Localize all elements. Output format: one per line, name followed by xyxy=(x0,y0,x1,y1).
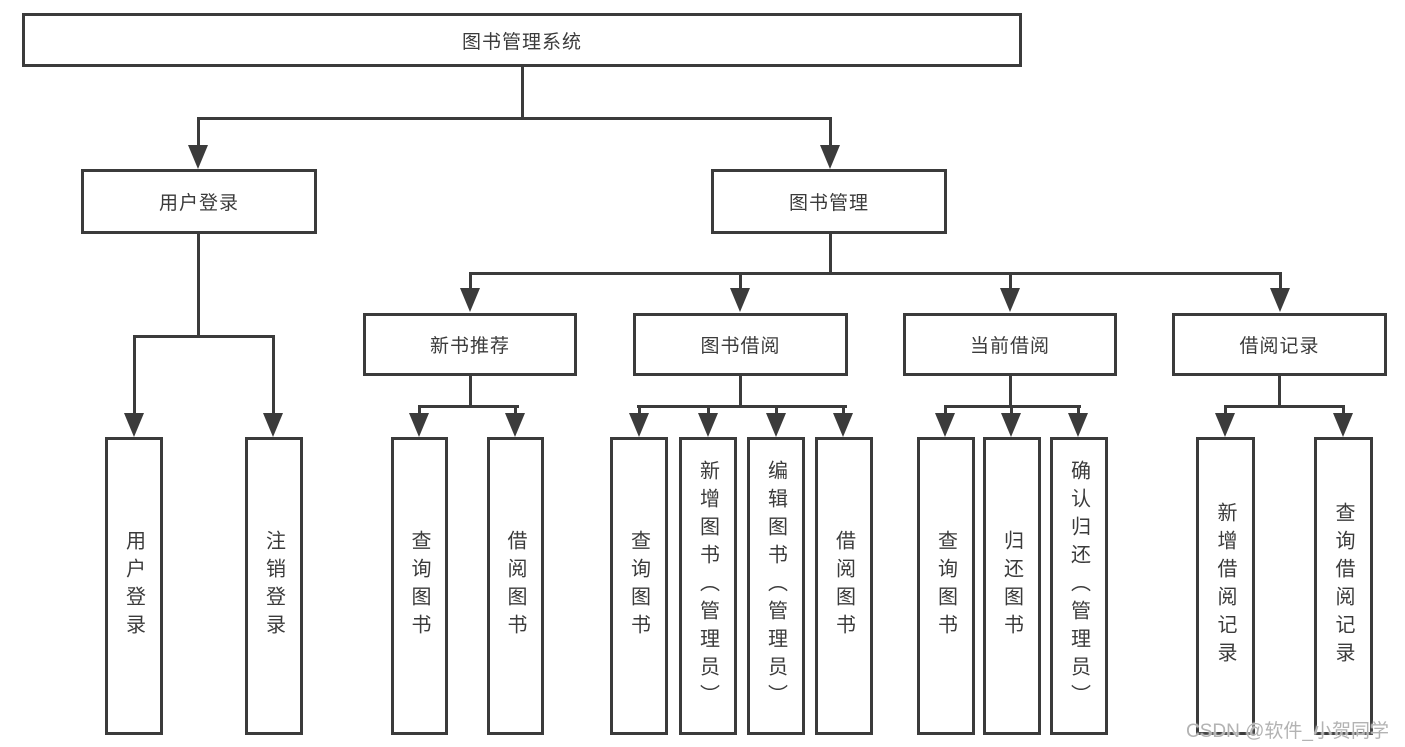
connector-level3-rail xyxy=(469,272,1282,275)
arrow-down-icon xyxy=(1068,413,1088,437)
node-book-borrow-label: 图书借阅 xyxy=(700,336,781,357)
node-root-label: 图书管理系统 xyxy=(461,31,582,53)
node-leaf-logout-label: 注销登录 xyxy=(262,530,285,642)
node-leaf-cb-confirm-label: 确认归还（管理员） xyxy=(1067,460,1090,712)
node-leaf-bb-query-label: 查询图书 xyxy=(627,530,650,642)
connector-drop-current-borrow xyxy=(1009,272,1012,290)
connector-root-stub xyxy=(521,67,524,118)
arrow-down-icon xyxy=(263,413,283,437)
node-leaf-bb-add-label: 新增图书（管理员） xyxy=(696,460,719,712)
connector-drop-leaf-logout xyxy=(272,335,275,415)
node-leaf-rec-borrow: 借阅图书 xyxy=(487,437,544,735)
node-leaf-bb-edit: 编辑图书（管理员） xyxy=(747,437,805,735)
arrow-down-icon xyxy=(460,288,480,312)
node-leaf-user-login: 用户登录 xyxy=(105,437,163,735)
connector-new-book-rec-stub xyxy=(469,376,472,407)
node-leaf-cb-confirm: 确认归还（管理员） xyxy=(1050,437,1108,735)
node-leaf-cb-query-label: 查询图书 xyxy=(934,530,957,642)
node-current-borrow: 当前借阅 xyxy=(903,313,1117,376)
node-new-book-rec-label: 新书推荐 xyxy=(429,336,510,357)
arrow-down-icon xyxy=(1215,413,1235,437)
node-leaf-bb-add: 新增图书（管理员） xyxy=(679,437,737,735)
node-leaf-rec-query: 查询图书 xyxy=(391,437,448,735)
connector-drop-rec-query xyxy=(418,405,421,415)
node-user-login: 用户登录 xyxy=(81,169,317,234)
connector-drop-borrow-record xyxy=(1279,272,1282,290)
node-root: 图书管理系统 xyxy=(22,13,1022,67)
csdn-watermark: CSDN @软件_小贺同学 xyxy=(1186,721,1389,742)
connector-borrow-record-stub xyxy=(1278,376,1281,407)
arrow-down-icon xyxy=(124,413,144,437)
node-leaf-bb-edit-label: 编辑图书（管理员） xyxy=(764,460,787,712)
node-leaf-bb-borrow-label: 借阅图书 xyxy=(832,530,855,642)
arrow-down-icon xyxy=(820,145,840,169)
node-new-book-rec: 新书推荐 xyxy=(363,313,577,376)
arrow-down-icon xyxy=(505,413,525,437)
connector-drop-leaf-user-login xyxy=(133,335,136,415)
node-book-mgmt: 图书管理 xyxy=(711,169,947,234)
connector-drop-book-borrow xyxy=(739,272,742,290)
node-leaf-cb-return: 归还图书 xyxy=(983,437,1041,735)
connector-drop-bb-edit xyxy=(775,405,778,415)
connector-drop-cb-return xyxy=(1010,405,1013,415)
connector-new-book-rec-rail xyxy=(418,405,519,408)
arrow-down-icon xyxy=(188,145,208,169)
connector-drop-rec-borrow xyxy=(514,405,517,415)
connector-current-borrow-stub xyxy=(1009,376,1012,407)
node-leaf-user-login-label: 用户登录 xyxy=(122,530,145,642)
node-leaf-rec-query-label: 查询图书 xyxy=(408,530,430,642)
arrow-down-icon xyxy=(730,288,750,312)
connector-drop-new-book-rec xyxy=(469,272,472,290)
arrow-down-icon xyxy=(1001,413,1021,437)
arrow-down-icon xyxy=(1333,413,1353,437)
node-borrow-record-label: 借阅记录 xyxy=(1239,336,1320,357)
node-leaf-bb-query: 查询图书 xyxy=(610,437,668,735)
node-leaf-br-add-label: 新增借阅记录 xyxy=(1214,502,1236,670)
connector-level2-rail xyxy=(197,117,832,120)
connector-drop-bb-add xyxy=(707,405,710,415)
node-current-borrow-label: 当前借阅 xyxy=(969,336,1050,357)
arrow-down-icon xyxy=(1270,288,1290,312)
node-leaf-bb-borrow: 借阅图书 xyxy=(815,437,873,735)
arrow-down-icon xyxy=(766,413,786,437)
node-leaf-br-query: 查询借阅记录 xyxy=(1314,437,1373,735)
node-leaf-cb-query: 查询图书 xyxy=(917,437,975,735)
connector-user-login-rail xyxy=(133,335,275,338)
connector-borrow-record-rail xyxy=(1224,405,1345,408)
connector-drop-cb-query xyxy=(944,405,947,415)
connector-user-login-stub xyxy=(197,234,200,336)
connector-drop-br-add xyxy=(1224,405,1227,415)
connector-drop-cb-confirm xyxy=(1077,405,1080,415)
connector-drop-br-query xyxy=(1342,405,1345,415)
node-user-login-label: 用户登录 xyxy=(158,193,239,214)
connector-drop-bb-borrow xyxy=(842,405,845,415)
node-borrow-record: 借阅记录 xyxy=(1172,313,1387,376)
connector-book-borrow-stub xyxy=(739,376,742,407)
node-leaf-cb-return-label: 归还图书 xyxy=(1000,530,1023,642)
connector-drop-user-login xyxy=(197,117,200,147)
node-leaf-rec-borrow-label: 借阅图书 xyxy=(504,530,526,642)
arrow-down-icon xyxy=(698,413,718,437)
arrow-down-icon xyxy=(1000,288,1020,312)
node-book-borrow: 图书借阅 xyxy=(633,313,848,376)
arrow-down-icon xyxy=(629,413,649,437)
node-book-mgmt-label: 图书管理 xyxy=(788,193,869,214)
arrow-down-icon xyxy=(935,413,955,437)
connector-drop-bb-query xyxy=(638,405,641,415)
connector-drop-book-mgmt xyxy=(829,117,832,147)
arrow-down-icon xyxy=(409,413,429,437)
arrow-down-icon xyxy=(833,413,853,437)
connector-book-borrow-rail xyxy=(637,405,847,408)
node-leaf-br-query-label: 查询借阅记录 xyxy=(1332,502,1354,670)
node-leaf-br-add: 新增借阅记录 xyxy=(1196,437,1255,735)
connector-book-mgmt-stub xyxy=(829,234,832,274)
node-leaf-logout: 注销登录 xyxy=(245,437,303,735)
